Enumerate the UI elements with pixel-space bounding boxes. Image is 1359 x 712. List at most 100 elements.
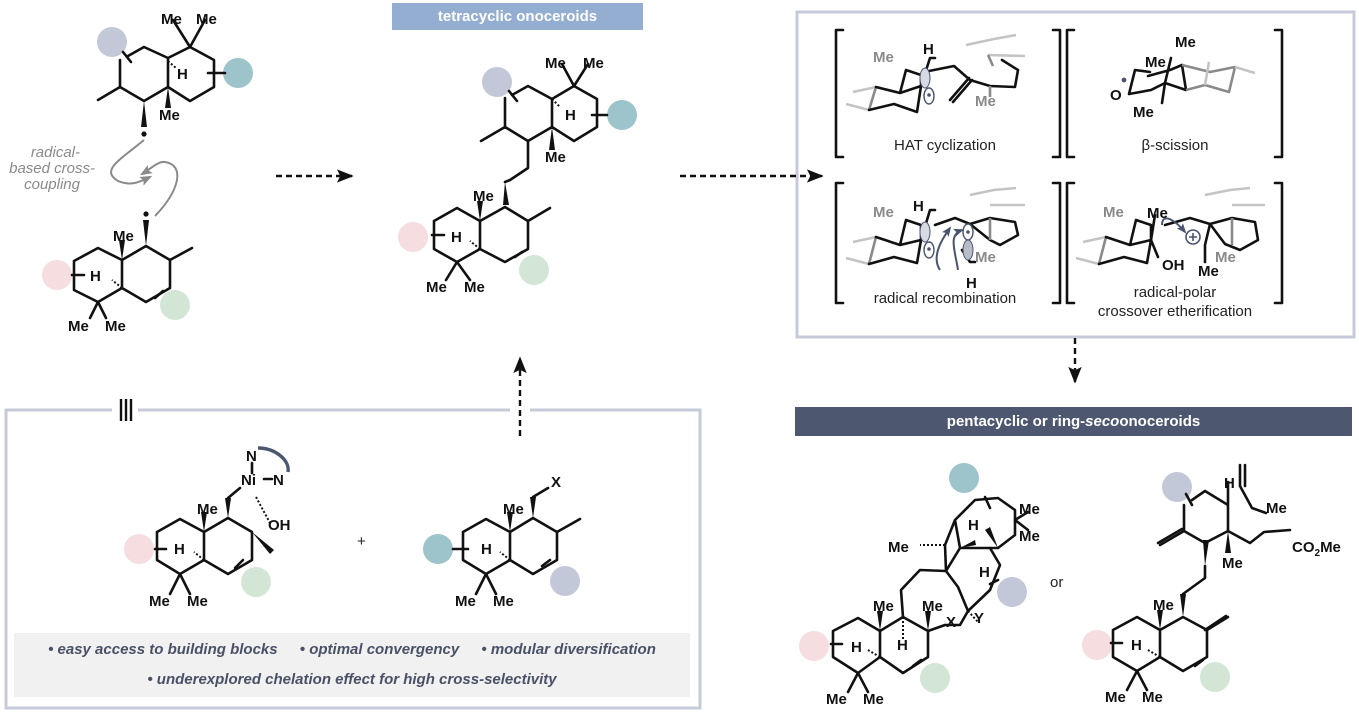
rpc-me-left: Me [1103, 204, 1124, 221]
frag-top-me-2: Me [196, 11, 217, 28]
rpc-oh: OH [1162, 257, 1185, 274]
ni-n-top: N [246, 448, 257, 465]
plus-sign: + [357, 533, 366, 550]
annotation-line-3: coupling [24, 176, 81, 193]
rpc-structure [1075, 186, 1265, 266]
mech-label-rpc-2: crossover etherification [1098, 303, 1252, 320]
tetra-me-1: Me [545, 55, 566, 72]
coupling-arrow-1 [110, 139, 153, 186]
mech-label-hat: HAT cyclization [894, 137, 996, 154]
ni-h: H [174, 541, 185, 558]
nickel-fragment [124, 446, 290, 597]
penta-me-6: Me [826, 691, 847, 708]
features-row-1: • easy access to building blocks • optim… [14, 641, 690, 658]
hat-me-right: Me [975, 93, 996, 110]
substituent-circle-pink [42, 260, 72, 290]
mech-label-beta: β-scission [1142, 137, 1209, 154]
annotation-line-2: based cross- [9, 160, 95, 177]
rpc-me-bottom: Me [1198, 263, 1219, 280]
penta-me-3: Me [888, 539, 909, 556]
tetracyclic-header: tetracyclic onoceroids [392, 3, 643, 30]
hat-structure [845, 33, 1026, 114]
seco-me-angular: Me [1153, 597, 1174, 614]
feature-diversification: • modular diversification [481, 641, 656, 658]
radical-fragment-bottom [42, 211, 194, 320]
penta-me-1: Me [1019, 501, 1040, 518]
recomb-h-top: H [913, 198, 924, 215]
ni-me-2: Me [149, 593, 170, 610]
beta-me-mid: Me [1145, 54, 1166, 71]
beta-o-label: O [1110, 87, 1122, 104]
coupling-arrow-2 [139, 160, 179, 217]
features-row-2: • underexplored chelation effect for hig… [14, 671, 690, 688]
penta-y: Y [974, 610, 984, 627]
seco-me-1: Me [1105, 689, 1126, 706]
hat-h-label: H [923, 41, 934, 58]
tetra-me-2: Me [583, 55, 604, 72]
mechanism-box [795, 10, 1356, 339]
penta-me-5: Me [922, 598, 943, 615]
substituent-circle-green [160, 290, 190, 320]
halide-h: H [481, 541, 492, 558]
annotation-line-1: radical- [31, 144, 80, 161]
features-panel: • easy access to building blocks • optim… [14, 633, 690, 697]
substituent-circle-teal [223, 58, 253, 88]
pentacyclic-header-suffix: onoceroids [1119, 413, 1201, 430]
hat-me-left: Me [873, 49, 894, 66]
frag-bottom-h: H [90, 268, 101, 285]
tetracyclic-header-text: tetracyclic onoceroids [437, 8, 598, 25]
frag-top-h: H [177, 66, 188, 83]
mech-label-recomb: radical recombination [874, 290, 1017, 307]
bracket-beta [1065, 28, 1284, 159]
recomb-h-bottom: H [966, 275, 977, 292]
recomb-me-left: Me [873, 204, 894, 221]
bracket-recomb [834, 181, 1062, 305]
penta-h-2: H [979, 564, 990, 581]
frag-top-me-1: Me [161, 11, 182, 28]
beta-structure [1127, 56, 1256, 105]
halide-fragment [423, 486, 582, 596]
rpc-me-top: Me [1147, 205, 1168, 222]
penta-me-2: Me [1019, 528, 1040, 545]
halide-me-3: Me [493, 593, 514, 610]
tetracyclic-structure [398, 62, 637, 285]
pentacyclic-header: pentacyclic or ring-seco onoceroids [795, 407, 1352, 436]
ni-me-1: Me [197, 501, 218, 518]
tetra-me-6: Me [464, 279, 485, 296]
seco-me-quat: Me [1222, 555, 1243, 572]
mech-label-rpc-1: radical-polar [1134, 284, 1217, 301]
beta-radical-dot [1121, 77, 1127, 83]
frag-top-me-3: Me [159, 107, 180, 124]
seco-co2me: CO2Me [1292, 539, 1341, 559]
seco-me-2: Me [1142, 689, 1163, 706]
pentacyclic-header-seco: seco [1085, 413, 1120, 430]
seco-structure [1082, 463, 1292, 692]
beta-me-bottom: Me [1133, 104, 1154, 121]
frag-bottom-me-2: Me [68, 318, 89, 335]
ni-atom: Ni [241, 472, 256, 489]
feature-convergency: • optimal convergency [299, 641, 460, 658]
feature-building-blocks: • easy access to building blocks [48, 641, 278, 658]
seco-me-isopropenyl: Me [1266, 500, 1287, 517]
substituent-circle-lavender [97, 27, 127, 57]
tetra-h-bottom: H [451, 229, 462, 246]
frag-bottom-me-3: Me [105, 318, 126, 335]
tetra-me-3: Me [545, 149, 566, 166]
penta-x: X [946, 614, 956, 631]
penta-me-7: Me [863, 691, 884, 708]
halide-x: X [551, 474, 561, 491]
tetra-me-4: Me [473, 188, 494, 205]
penta-h-3: H [851, 639, 862, 656]
penta-h-1: H [968, 517, 979, 534]
halide-me-2: Me [455, 593, 476, 610]
feature-chelation: • underexplored chelation effect for hig… [147, 671, 557, 688]
retro-symbol-icon [119, 399, 133, 421]
radical-fragment-top [96, 18, 253, 137]
ni-oh: OH [268, 517, 291, 534]
bracket-rpc [1065, 181, 1284, 305]
recomb-me-right: Me [975, 249, 996, 266]
seco-h: H [1224, 475, 1235, 492]
ni-me-3: Me [187, 593, 208, 610]
bracket-hat [834, 28, 1062, 159]
